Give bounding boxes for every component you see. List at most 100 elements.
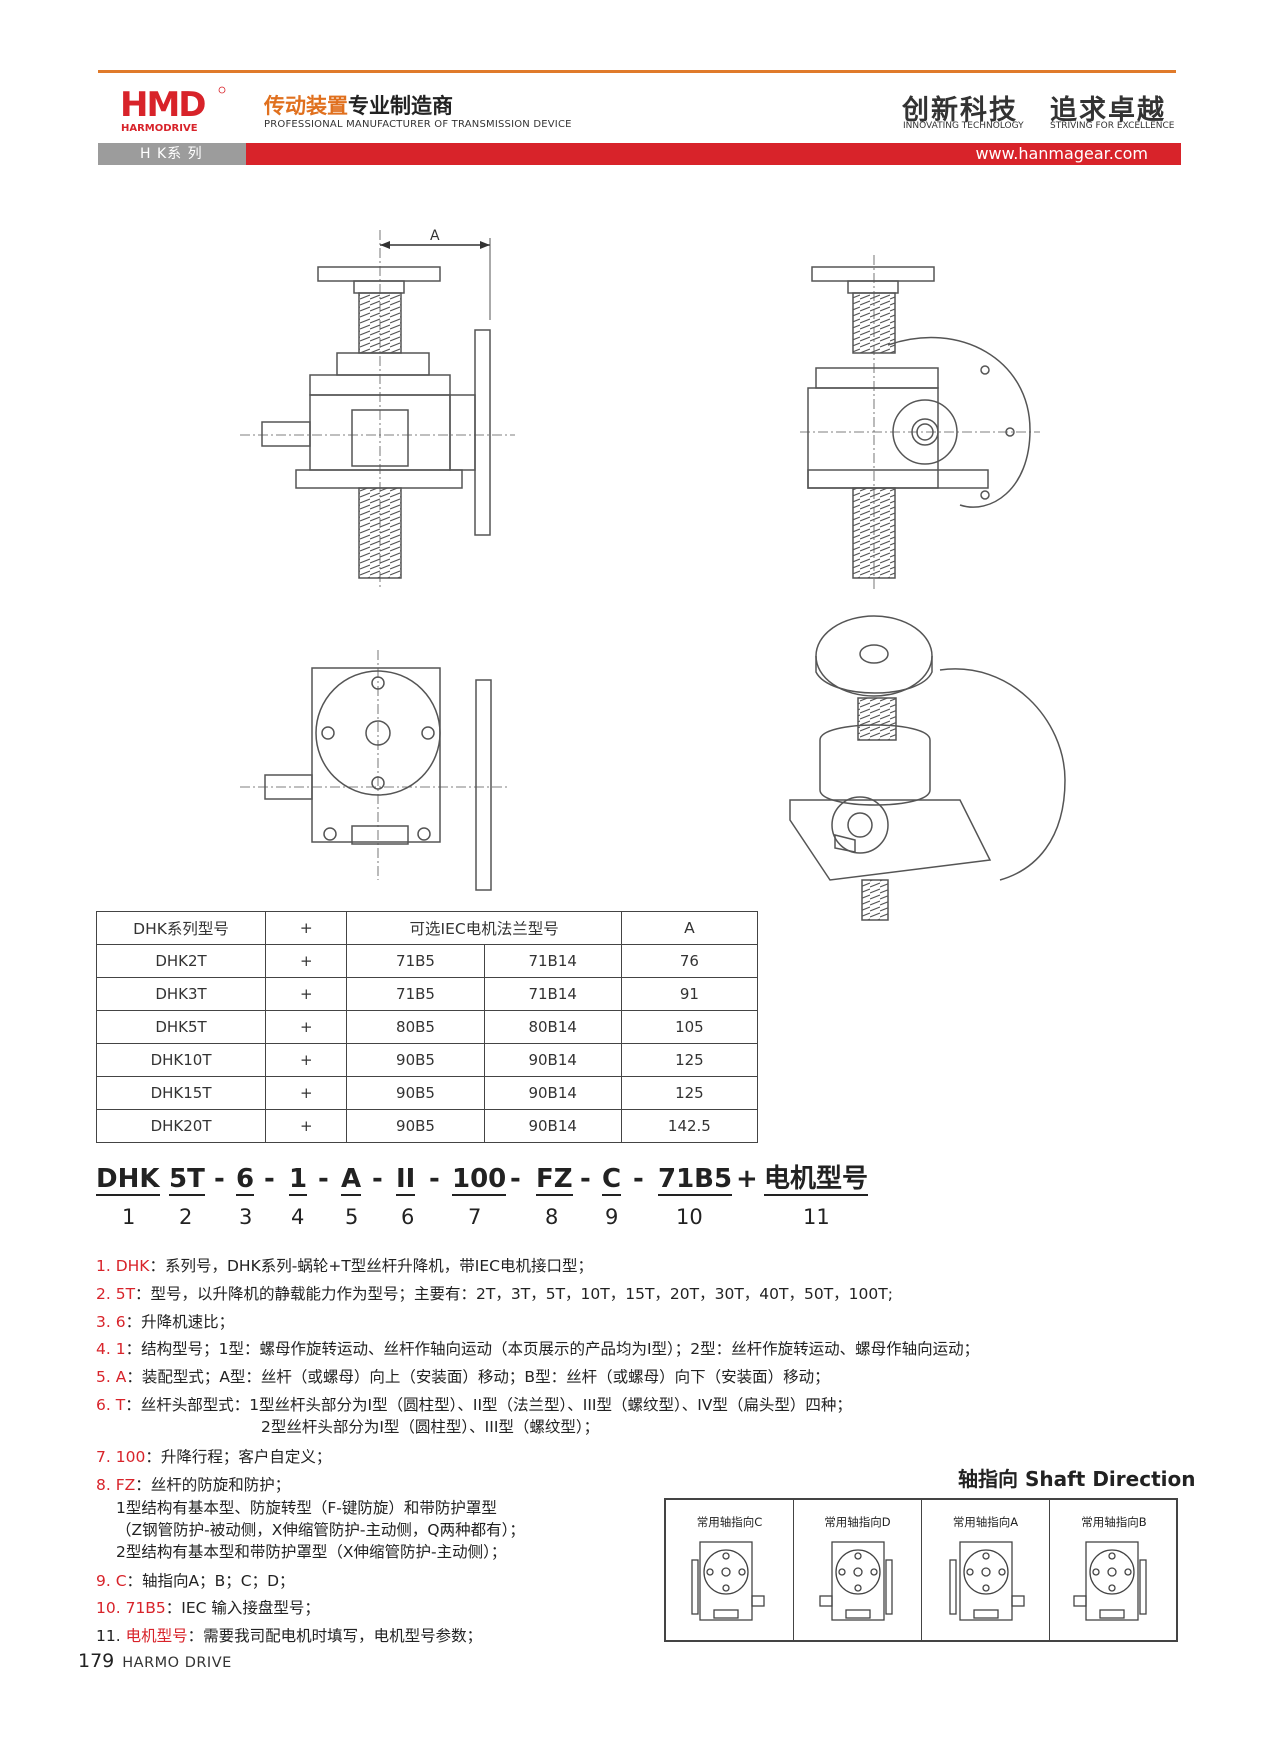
desc-line-8c: 2型结构有基本型和带防护罩型（X伸缩管防护-主动侧）； (116, 1543, 507, 1561)
table-cell: + (265, 977, 348, 1011)
code-number: 10 (676, 1205, 703, 1229)
svg-text:A: A (430, 228, 440, 244)
desc-line-4: 4. 1：结构型号；1型：螺母作旋转运动、丝杆作轴向运动（本页展示的产品均为I型… (96, 1340, 980, 1358)
code-part: FZ (536, 1164, 573, 1196)
svg-text:HMD: HMD (120, 86, 205, 125)
table-cell: 71B5 (346, 944, 485, 978)
table-cell: 91 (620, 977, 759, 1011)
motto-cn-1: 创新科技 (902, 95, 1018, 126)
table-cell: + (265, 1109, 348, 1143)
desc-line-8a: 1型结构有基本型、防旋转型（F-键防旋）和带防护罩型 (116, 1499, 497, 1517)
table-cell: 71B14 (483, 977, 622, 1011)
shaft-option-b: 常用轴指向B (1050, 1500, 1178, 1640)
table-cell: 90B14 (483, 1109, 622, 1143)
code-sep: - (214, 1164, 225, 1194)
table-cell: 71B5 (346, 977, 485, 1011)
table-header: 可选IEC电机法兰型号 (346, 911, 622, 945)
code-part: 71B5 (658, 1164, 733, 1196)
model-code: DHK 5T - 6 - 1 - A - II - 100 - FZ - C -… (96, 1164, 876, 1198)
desc-line-5: 5. A：装配型式；A型：丝杆（或螺母）向上（安装面）移动；B型：丝杆（或螺母）… (96, 1368, 830, 1386)
shaft-option-c: 常用轴指向C (666, 1500, 794, 1640)
front-view-drawing: A (240, 228, 515, 590)
website-link[interactable]: www.hanmagear.com (246, 143, 1181, 165)
table-header: DHK系列型号 (95, 911, 267, 945)
motto-en-2: STRIVING FOR EXCELLENCE (1050, 121, 1175, 131)
code-part: II (396, 1164, 416, 1196)
table-cell: DHK5T (95, 1010, 267, 1044)
table-cell: 142.5 (620, 1109, 759, 1143)
shaft-direction-panel: 常用轴指向C 常用轴指向D 常用轴指向A 常用轴指向B (664, 1498, 1178, 1642)
table-cell: + (265, 1076, 348, 1110)
desc-line-1: 1. DHK：系列号，DHK系列-蜗轮+T型丝杆升降机，带IEC电机接口型； (96, 1257, 593, 1275)
desc-line-8b: （Z钢管防护-被动侧，X伸缩管防护-主动侧，Q两种都有）； (116, 1521, 525, 1539)
isometric-view-drawing (789, 615, 1066, 921)
shaft-option-a: 常用轴指向A (922, 1500, 1050, 1640)
gearbox-icon (691, 1541, 765, 1621)
slogan-en: PROFESSIONAL MANUFACTURER OF TRANSMISSIO… (264, 119, 572, 130)
svg-text:HARMODRIVE: HARMODRIVE (121, 123, 198, 134)
table-cell: 125 (620, 1076, 759, 1110)
code-part: 6 (236, 1164, 255, 1196)
side-view-drawing (800, 255, 1040, 590)
table-header: + (265, 911, 348, 945)
code-sep: + (736, 1164, 758, 1194)
table-cell: 71B14 (483, 944, 622, 978)
desc-line-11: 11. 电机型号：需要我司配电机时填写，电机型号参数； (96, 1627, 483, 1645)
code-number: 4 (291, 1205, 305, 1229)
table-cell: DHK15T (95, 1076, 267, 1110)
code-sep: - (429, 1164, 440, 1194)
code-sep: - (510, 1164, 521, 1194)
code-part: 电机型号 (764, 1164, 869, 1196)
table-cell: + (265, 944, 348, 978)
code-number: 1 (122, 1205, 136, 1229)
desc-line-6-cont: 2型丝杆头部分为I型（圆柱型）、III型（螺纹型）； (261, 1418, 600, 1436)
desc-line-9: 9. C：轴指向A；B；C；D； (96, 1572, 295, 1590)
desc-line-2: 2. 5T：型号，以升降机的静载能力作为型号；主要有：2T，3T，5T，10T，… (96, 1285, 893, 1303)
code-number: 2 (179, 1205, 193, 1229)
table-cell: DHK3T (95, 977, 267, 1011)
gearbox-icon (819, 1541, 893, 1621)
table-header: A (620, 911, 759, 945)
code-sep: - (633, 1164, 644, 1194)
table-cell: 90B14 (483, 1043, 622, 1077)
table-row: DHK20T + 90B5 90B14 142.5 (95, 1109, 759, 1143)
table-row: DHK15T + 90B5 90B14 125 (95, 1076, 759, 1110)
gearbox-icon (1073, 1541, 1147, 1621)
motto-cn-2: 追求卓越 (1050, 95, 1166, 126)
table-cell: 76 (620, 944, 759, 978)
desc-line-6: 6. T：丝杆头部型式：1型丝杆头部分为I型（圆柱型）、II型（法兰型）、III… (96, 1396, 852, 1414)
desc-line-8: 8. FZ：丝杆的防旋和防护； (96, 1476, 291, 1494)
slogan-cn: 传动装置专业制造商 (264, 94, 453, 118)
table-cell: + (265, 1010, 348, 1044)
code-number: 9 (605, 1205, 619, 1229)
spec-table: DHK系列型号 + 可选IEC电机法兰型号 A DHK2T + 71B5 71B… (95, 911, 759, 1143)
shaft-option-d: 常用轴指向D (794, 1500, 922, 1640)
code-sep: - (318, 1164, 329, 1194)
code-number: 6 (401, 1205, 415, 1229)
code-part: A (341, 1164, 362, 1196)
table-cell: 90B14 (483, 1076, 622, 1110)
code-number: 8 (545, 1205, 559, 1229)
code-sep: - (372, 1164, 383, 1194)
desc-line-3: 3. 6：升降机速比； (96, 1313, 235, 1331)
table-row: DHK10T + 90B5 90B14 125 (95, 1043, 759, 1077)
code-part: 5T (169, 1164, 205, 1196)
hmd-logo: HMD HARMODRIVE (120, 86, 226, 134)
motto-en-1: INNOVATING TECHNOLOGY (903, 121, 1024, 131)
footer-brand: HARMO DRIVE (122, 1655, 232, 1671)
code-number: 3 (239, 1205, 253, 1229)
table-cell: DHK2T (95, 944, 267, 978)
header-rule (98, 70, 1176, 73)
code-sep: - (264, 1164, 275, 1194)
table-cell: DHK10T (95, 1043, 267, 1077)
desc-line-7: 7. 100：升降行程；客户自定义； (96, 1448, 332, 1466)
desc-line-10: 10. 71B5：IEC 输入接盘型号； (96, 1599, 320, 1617)
table-row: DHK3T + 71B5 71B14 91 (95, 977, 759, 1011)
shaft-direction-title: 轴指向 Shaft Direction (958, 1467, 1196, 1491)
table-cell: 90B5 (346, 1076, 485, 1110)
code-number: 11 (803, 1205, 830, 1229)
code-sep: - (580, 1164, 591, 1194)
table-row: DHK2T + 71B5 71B14 76 (95, 944, 759, 978)
